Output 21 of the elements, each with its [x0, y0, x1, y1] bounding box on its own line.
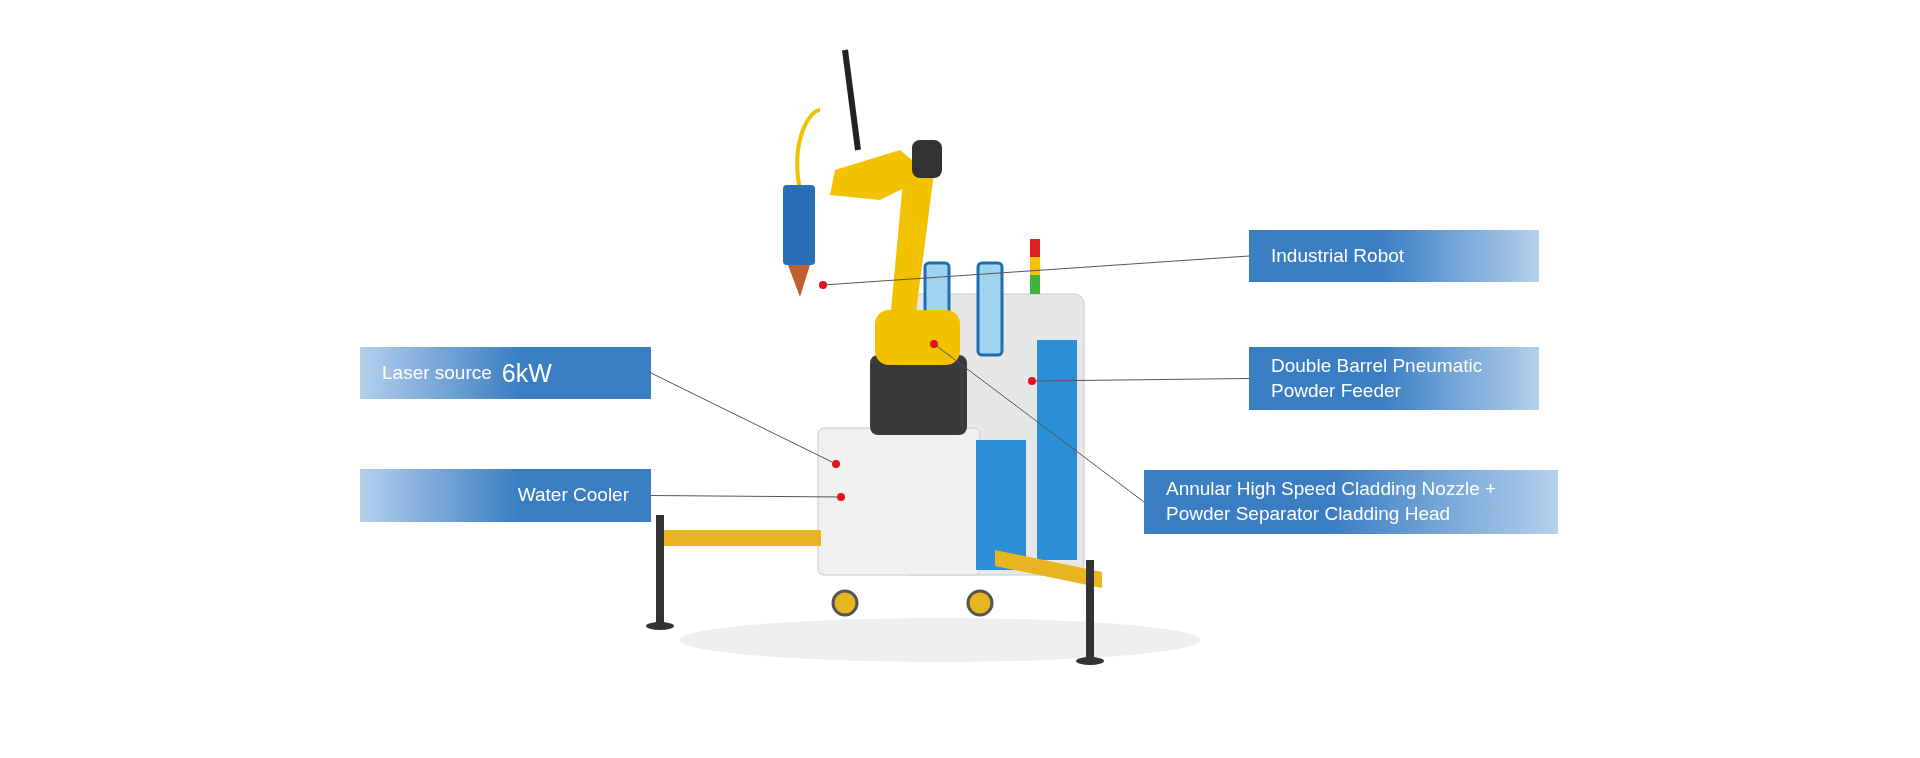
callout-label: [1249, 230, 1539, 282]
callout-label: [1249, 347, 1539, 410]
marker-dot: [832, 460, 840, 468]
callout-label: [360, 347, 651, 399]
callout-text: Double Barrel Pneumatic Powder Feeder: [1271, 353, 1484, 403]
marker-dot: [1028, 377, 1036, 385]
callout-label: [1144, 470, 1558, 534]
callout-label: [360, 469, 651, 522]
leader-line: [650, 495, 838, 498]
marker-dot: [819, 281, 827, 289]
leader-line: [1035, 378, 1250, 382]
callout-text: Industrial Robot: [1271, 243, 1405, 268]
callout-text: Water Cooler: [517, 483, 629, 508]
leader-line: [936, 345, 1145, 503]
power-rating: 6kW: [501, 357, 552, 389]
callout-text: Laser source: [382, 360, 492, 385]
callout-text: Annular High Speed Cladding Nozzle + Powder Separator Cladding Head: [1166, 477, 1498, 526]
leader-line: [650, 372, 833, 463]
marker-dot: [837, 493, 845, 501]
leader-line: [826, 255, 1250, 286]
marker-dot: [930, 340, 938, 348]
